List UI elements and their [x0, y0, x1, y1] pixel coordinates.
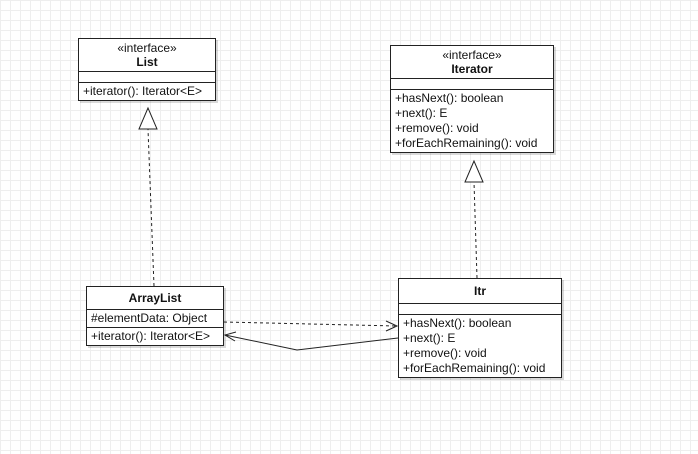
itr-realizes-iterator[interactable] [464, 159, 484, 279]
itr-class-box[interactable]: Itr +hasNext(): boolean +next(): E +remo… [398, 278, 562, 378]
method-row: +iterator(): Iterator<E> [83, 84, 203, 98]
iterator-interface-box[interactable]: «interface» Iterator +hasNext(): boolean… [390, 45, 554, 153]
class-name: Iterator [451, 62, 493, 76]
class-header: «interface» List [79, 39, 215, 72]
class-header: Itr [399, 279, 561, 304]
attributes-section [399, 304, 561, 315]
methods-section: +hasNext(): boolean +next(): E +remove()… [391, 90, 553, 152]
attributes-section [79, 72, 215, 83]
method-row: +next(): E [395, 106, 448, 120]
methods-section: +hasNext(): boolean +next(): E +remove()… [399, 315, 561, 377]
method-row: +forEachRemaining(): void [395, 136, 538, 150]
class-header: «interface» Iterator [391, 46, 553, 79]
stereotype-label: «interface» [117, 41, 177, 55]
methods-section: +iterator(): Iterator<E> [79, 83, 215, 100]
arraylist-class-box[interactable]: ArrayList #elementData: Object +iterator… [86, 286, 224, 346]
method-row: +remove(): void [403, 346, 487, 360]
method-row: +hasNext(): boolean [403, 316, 512, 330]
class-name: ArrayList [128, 291, 182, 305]
list-interface-box[interactable]: «interface» List +iterator(): Iterator<E… [78, 38, 216, 101]
methods-section: +iterator(): Iterator<E> [87, 328, 223, 345]
method-row: +iterator(): Iterator<E> [91, 329, 211, 343]
method-row: +next(): E [403, 331, 456, 345]
stereotype-label: «interface» [442, 48, 502, 62]
class-name: List [136, 55, 158, 69]
attributes-section [391, 79, 553, 90]
arraylist-depends-on-itr[interactable] [223, 320, 399, 332]
method-row: +hasNext(): boolean [395, 91, 504, 105]
attributes-section: #elementData: Object [87, 310, 223, 328]
method-row: +forEachRemaining(): void [403, 361, 546, 375]
attribute-row: #elementData: Object [91, 311, 208, 325]
arraylist-realizes-list[interactable] [138, 106, 158, 287]
class-header: ArrayList [87, 287, 223, 310]
class-name: Itr [474, 284, 486, 298]
itr-association-arraylist[interactable] [223, 331, 399, 351]
method-row: +remove(): void [395, 121, 479, 135]
